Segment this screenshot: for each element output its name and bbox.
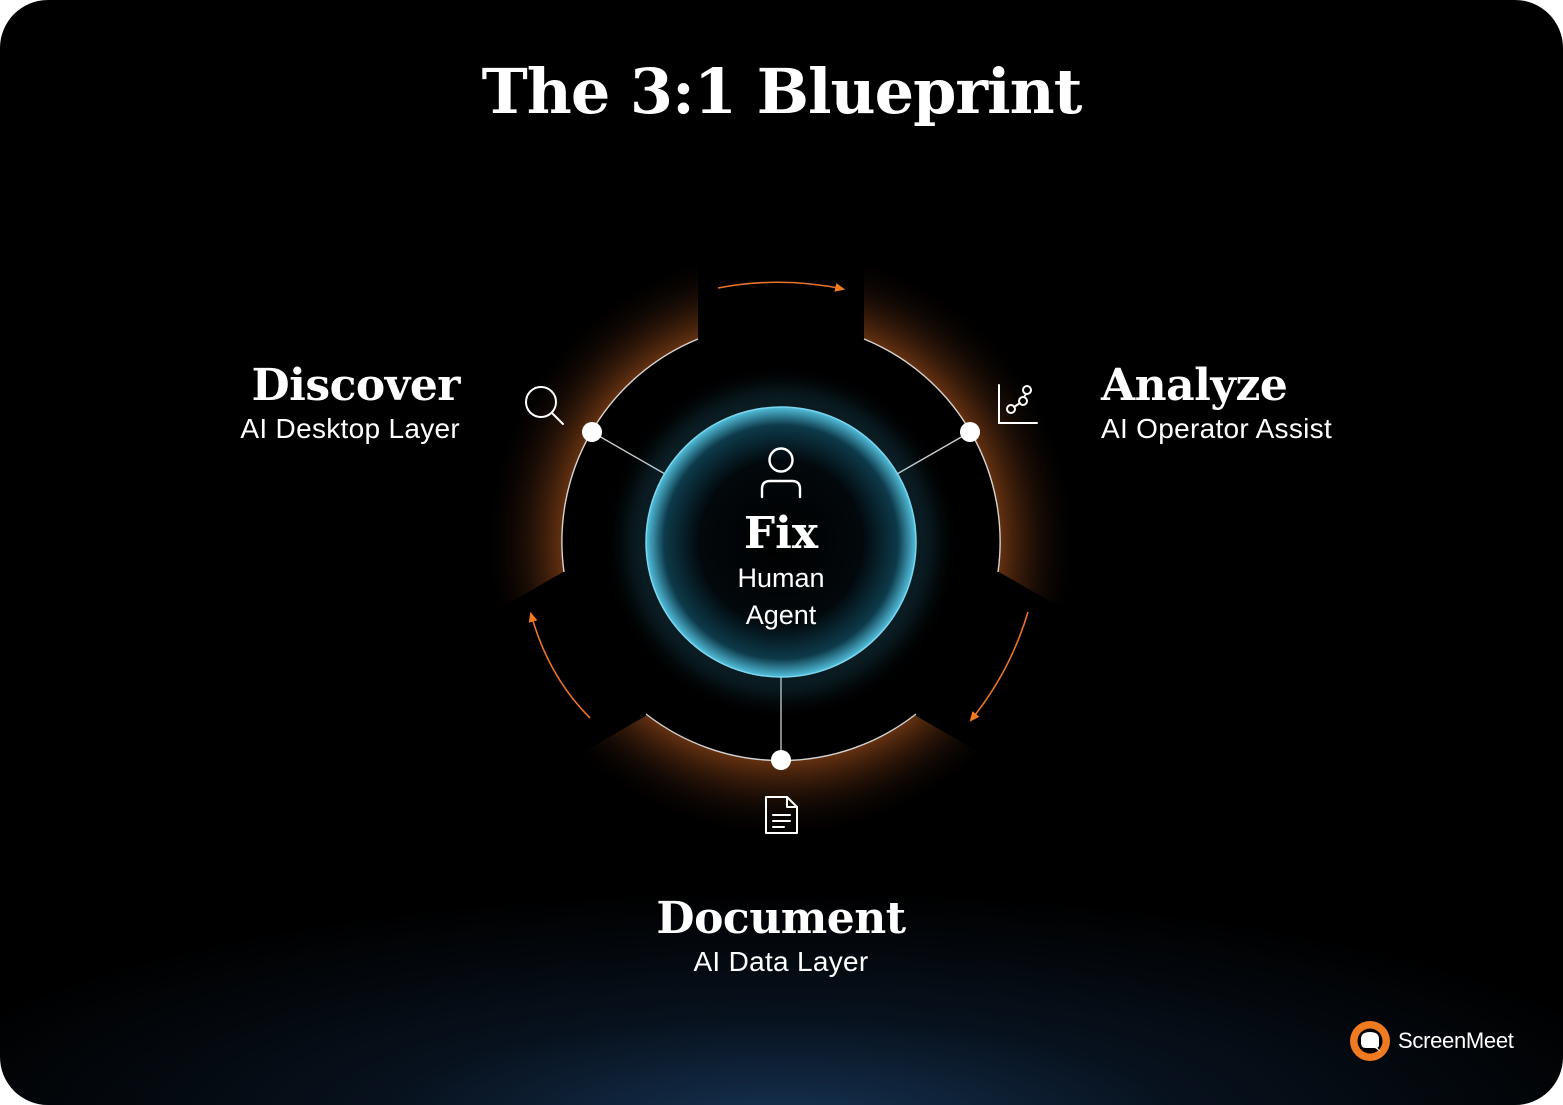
scatter-chart-icon [998, 384, 1038, 424]
center-title: Fix [743, 508, 819, 559]
brand-name: ScreenMeet [1398, 1028, 1514, 1053]
node-document [771, 750, 791, 770]
spokes [591, 431, 971, 760]
arrow-top [717, 281, 846, 292]
stage-analyze-title: Analyze [1101, 360, 1288, 411]
stage-document-subtitle: AI Data Layer [693, 946, 869, 977]
center-circle [645, 406, 917, 678]
spoke-discover [591, 431, 666, 475]
stage-analyze: Analyze AI Operator Assist [1101, 360, 1421, 446]
screenmeet-logo: ScreenMeet [1348, 1019, 1514, 1063]
stage-document-title: Document [656, 893, 906, 944]
cycle-arrows [528, 281, 1029, 722]
center-fix: Fix Human Agent [646, 508, 916, 634]
stage-discover-subtitle: AI Desktop Layer [240, 413, 460, 444]
page-title: The 3:1 Blueprint [481, 55, 1083, 128]
center-glow [636, 397, 926, 687]
spoke-analyze [896, 431, 971, 475]
stage-analyze-subtitle: AI Operator Assist [1101, 413, 1333, 444]
arrow-left [528, 611, 591, 719]
stage-discover: Discover AI Desktop Layer [160, 360, 460, 446]
stage-discover-title: Discover [251, 360, 460, 411]
stage-document: Document AI Data Layer [531, 893, 1031, 979]
node-analyze [960, 422, 980, 442]
arrow-right [969, 611, 1029, 722]
document-icon [765, 796, 798, 834]
center-subtitle-line2: Agent [745, 600, 817, 630]
magnifier-icon [525, 386, 564, 425]
person-icon [760, 447, 802, 499]
screenmeet-logo-icon [1350, 1021, 1390, 1061]
center-subtitle-line1: Human [737, 563, 825, 593]
node-discover [582, 422, 602, 442]
